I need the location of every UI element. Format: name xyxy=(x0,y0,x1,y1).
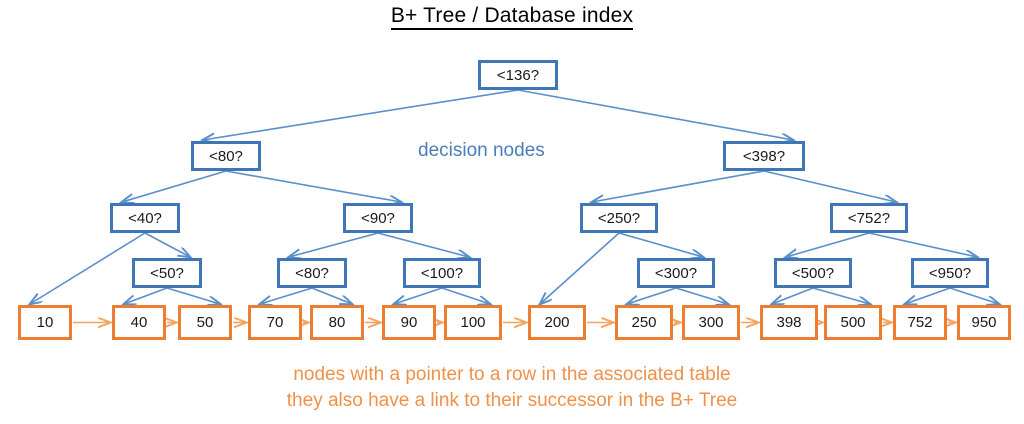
edge-n80a-to-n90 xyxy=(225,170,401,202)
decision-node-n300[interactable]: <300? xyxy=(637,258,715,288)
node-label: <950? xyxy=(928,264,972,282)
leaf-node-l80[interactable]: 80 xyxy=(310,305,364,340)
decision-nodes-annotation: decision nodes xyxy=(418,140,545,161)
edge-n50-to-l50 xyxy=(166,287,220,304)
node-label: 300 xyxy=(698,314,724,331)
caption-line-1: nodes with a pointer to a row in the ass… xyxy=(293,364,731,385)
leaf-node-l40[interactable]: 40 xyxy=(112,305,166,340)
edge-n80a-to-n40 xyxy=(122,170,227,202)
node-label: <500? xyxy=(791,264,835,282)
leaf-node-l100[interactable]: 100 xyxy=(444,305,502,340)
edge-n136-to-n80a xyxy=(203,89,519,140)
decision-node-n80a[interactable]: <80? xyxy=(191,141,261,171)
edge-n500-to-l500 xyxy=(812,287,870,304)
node-label: <398? xyxy=(742,147,786,165)
edge-n752-to-n950 xyxy=(868,232,977,257)
node-label: <300? xyxy=(654,264,698,282)
leaf-node-l200[interactable]: 200 xyxy=(528,305,586,340)
decision-node-n752[interactable]: <752? xyxy=(830,203,908,233)
edge-n950-to-l950 xyxy=(949,287,999,304)
node-label: <80? xyxy=(295,264,329,282)
edge-n100-to-l90 xyxy=(394,287,443,304)
edge-n250-to-l200 xyxy=(540,232,620,304)
decision-node-n398[interactable]: <398? xyxy=(723,141,805,171)
page-title: B+ Tree / Database index xyxy=(0,4,1024,30)
decision-node-n90[interactable]: <90? xyxy=(343,203,413,233)
decision-node-n950[interactable]: <950? xyxy=(911,258,989,288)
decision-node-n250[interactable]: <250? xyxy=(580,203,658,233)
node-label: <50? xyxy=(150,264,184,282)
node-label: 100 xyxy=(460,314,486,331)
edge-n100-to-l100 xyxy=(441,287,490,304)
leaf-node-l90[interactable]: 90 xyxy=(382,305,436,340)
page-title-text: B+ Tree / Database index xyxy=(390,4,634,30)
node-label: 70 xyxy=(266,314,284,331)
caption-line-2: they also have a link to their successor… xyxy=(286,390,738,411)
leaf-node-l752[interactable]: 752 xyxy=(893,305,947,340)
decision-node-n50[interactable]: <50? xyxy=(132,258,202,288)
edge-n398-to-n250 xyxy=(592,170,765,202)
edge-n136-to-n398 xyxy=(517,89,793,140)
edge-n752-to-n500 xyxy=(786,232,870,257)
edge-n90-to-n100 xyxy=(377,232,469,257)
leaf-node-l70[interactable]: 70 xyxy=(248,305,302,340)
node-label: <80? xyxy=(209,147,243,165)
edge-n300-to-l250 xyxy=(627,287,677,304)
decision-node-n40[interactable]: <40? xyxy=(110,203,180,233)
node-label: 250 xyxy=(631,314,657,331)
leaf-node-l950[interactable]: 950 xyxy=(957,305,1011,340)
node-label: 40 xyxy=(130,314,148,331)
node-label: 80 xyxy=(328,314,346,331)
node-label: 398 xyxy=(776,314,802,331)
node-label: <90? xyxy=(361,209,395,227)
node-label: 950 xyxy=(971,314,997,331)
edge-n90-to-n80b xyxy=(289,232,379,257)
node-label: 90 xyxy=(400,314,418,331)
node-label: 752 xyxy=(907,314,933,331)
node-label: <136? xyxy=(496,66,540,84)
decision-node-n100[interactable]: <100? xyxy=(403,258,481,288)
edge-n50-to-l40 xyxy=(124,287,168,304)
leaf-node-l250[interactable]: 250 xyxy=(615,305,673,340)
decision-node-n80b[interactable]: <80? xyxy=(277,258,347,288)
edge-n500-to-l398 xyxy=(772,287,814,304)
node-label: 500 xyxy=(840,314,866,331)
decision-node-n500[interactable]: <500? xyxy=(774,258,852,288)
leaf-node-l50[interactable]: 50 xyxy=(178,305,232,340)
edge-n950-to-l752 xyxy=(905,287,951,304)
node-label: <100? xyxy=(420,264,464,282)
edge-n40-to-n50 xyxy=(144,232,190,257)
edge-n398-to-n752 xyxy=(763,170,896,202)
node-label: <250? xyxy=(597,209,641,227)
leaf-node-l10[interactable]: 10 xyxy=(18,305,72,340)
leaf-node-l500[interactable]: 500 xyxy=(824,305,882,340)
decision-node-n136[interactable]: <136? xyxy=(478,60,558,90)
node-label: <752? xyxy=(847,209,891,227)
edge-n300-to-l300 xyxy=(675,287,728,304)
node-label: 10 xyxy=(36,314,54,331)
node-label: <40? xyxy=(128,209,162,227)
edge-n80b-to-l80 xyxy=(311,287,352,304)
leaf-node-l300[interactable]: 300 xyxy=(682,305,740,340)
edge-n40-to-l10 xyxy=(30,232,146,304)
node-label: 200 xyxy=(544,314,570,331)
leaf-node-l398[interactable]: 398 xyxy=(760,305,818,340)
node-label: 50 xyxy=(196,314,214,331)
edge-n250-to-n300 xyxy=(618,232,703,257)
edge-n80b-to-l70 xyxy=(260,287,313,304)
